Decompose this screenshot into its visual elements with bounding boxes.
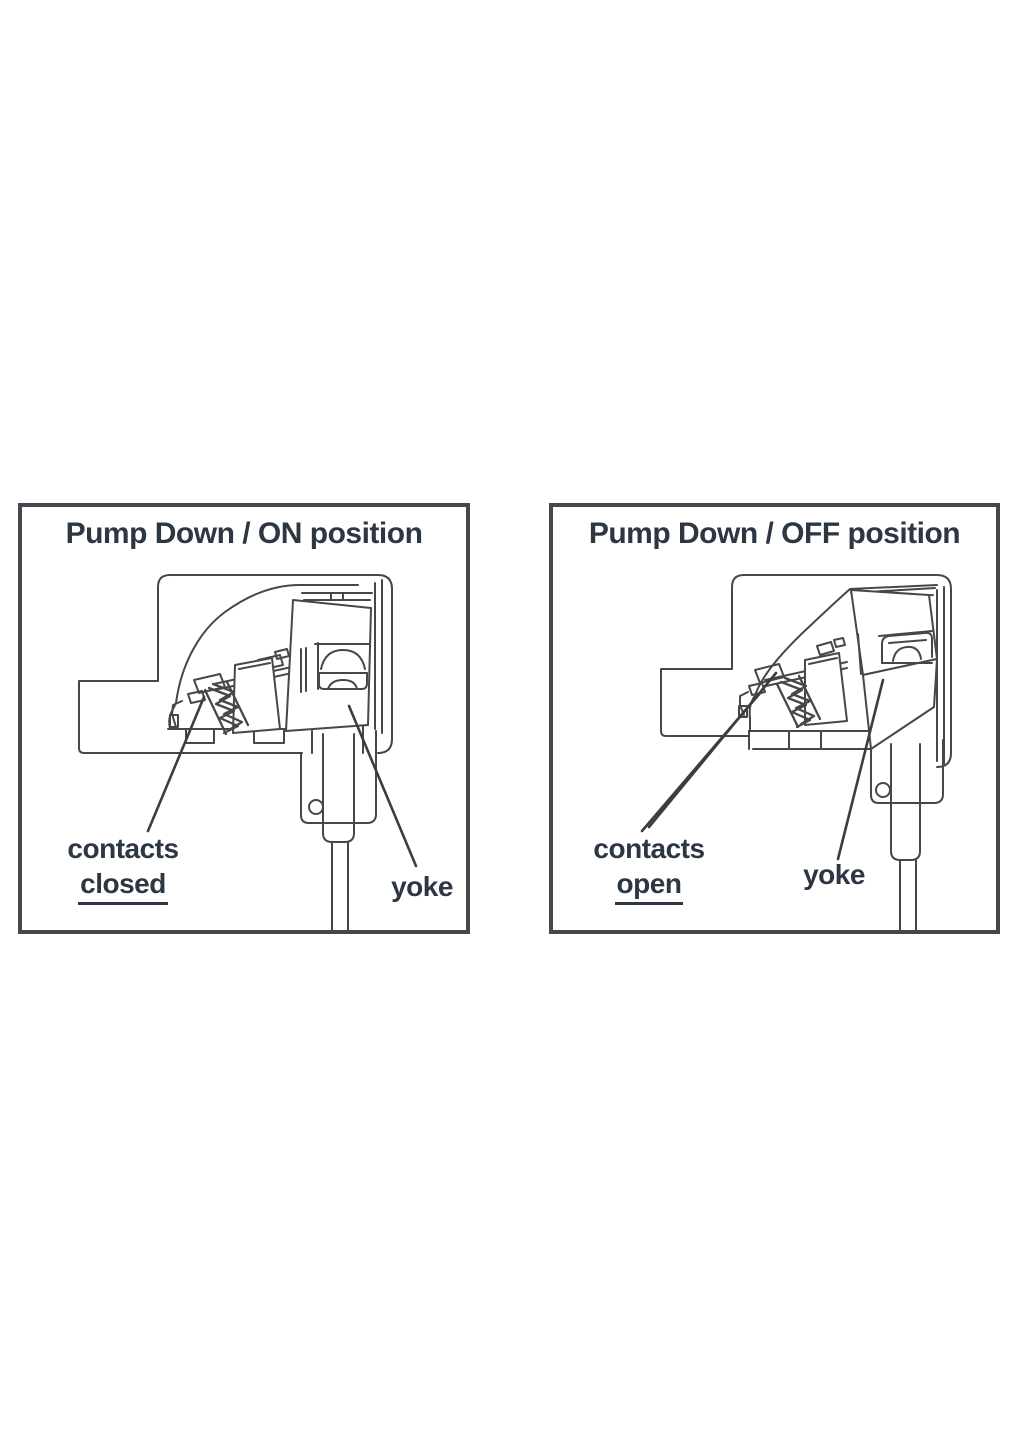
switch-diagram-on [78,574,418,934]
contacts-label-line1: contacts [67,833,179,864]
yoke-label: yoke [803,859,865,890]
panel-pump-down-off: Pump Down / OFF position contacts open y… [549,503,1000,934]
spring-cup [318,649,368,690]
panel-pump-down-on: Pump Down / ON position contacts closed … [18,503,470,934]
contacts-label-line1: contacts [593,833,705,864]
panel-title: Pump Down / ON position [65,517,423,550]
mounting-bracket [300,730,377,934]
yoke-plate [285,599,372,754]
leader-line-yoke [836,678,885,861]
switch-diagram-off [640,574,952,934]
plunger-channel [890,743,921,861]
contacts-state-label: contacts closed [38,831,208,905]
leader-line-contacts [146,695,206,833]
mounting-hole [308,799,324,815]
yoke-label: yoke [391,871,453,902]
toggle-spring [775,674,822,729]
contact-assembly [738,663,785,718]
mounting-hole [875,782,891,798]
plunger-stem [899,859,917,934]
leader-line-yoke [347,704,418,868]
leader-line-contacts [640,671,778,833]
panel-title: Pump Down / OFF position [588,517,961,550]
contacts-label-line2: closed [78,866,168,905]
toggle-spring [203,680,250,736]
contacts-label-line2: open [614,866,684,905]
plunger-channel [322,733,355,843]
mounting-bracket [870,739,944,934]
contacts-state-label: contacts open [563,831,735,905]
spring-cup [878,630,933,664]
contact-assembly [169,673,226,728]
plunger-stem [331,841,349,934]
yoke-plate [850,589,938,750]
